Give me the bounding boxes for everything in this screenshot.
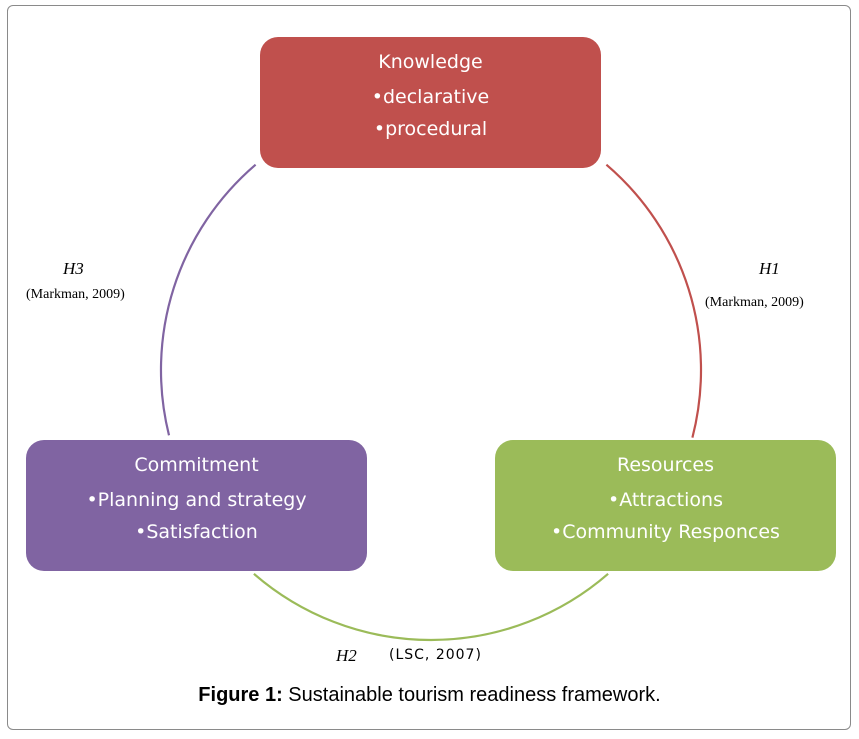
h1-name: H1 [759,259,780,278]
h3-reference: (Markman, 2009) [26,287,125,302]
knowledge-title: Knowledge [378,51,483,73]
h2-name: H2 [336,646,357,665]
knowledge-item: •procedural [373,118,488,140]
resources-title: Resources [616,454,715,476]
resources-node: Resources •Attractions •Community Respon… [495,440,836,571]
commitment-item: •Satisfaction [135,521,258,543]
commitment-item: •Planning and strategy [86,489,307,511]
arc-resources-to-commitment [253,572,609,642]
h1-reference: (Markman, 2009) [705,295,804,310]
caption-text: Sustainable tourism readiness framework. [282,684,661,706]
arc-commitment-to-knowledge [159,163,257,436]
commitment-node: Commitment •Planning and strategy •Satis… [26,440,367,571]
figure-frame [7,5,851,730]
commitment-title: Commitment [134,454,259,476]
caption-label: Figure 1: [198,684,283,706]
figure-caption: Figure 1: Sustainable tourism readiness … [0,684,859,707]
resources-item: •Community Responces [551,521,780,543]
knowledge-item: •declarative [371,86,490,108]
knowledge-node: Knowledge •declarative •procedural [260,37,601,168]
resources-item: •Attractions [608,489,723,511]
h2-reference: (LSC, 2007) [389,647,482,663]
h3-name: H3 [63,259,84,278]
arc-knowledge-to-resources [605,163,703,438]
